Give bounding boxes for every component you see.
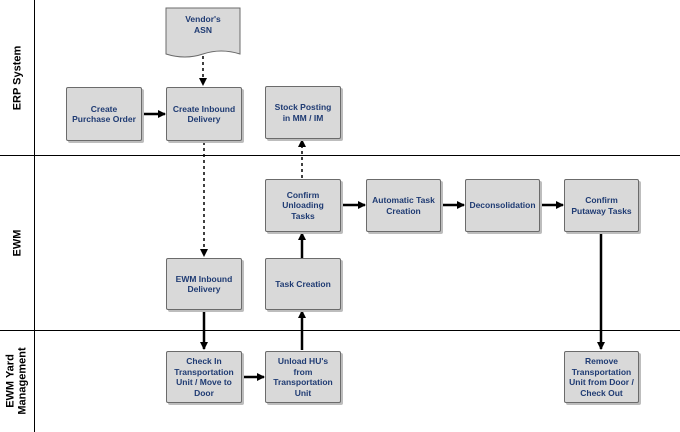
ewm-inbound-delivery-step[interactable]: EWM Inbound Delivery <box>166 258 242 310</box>
confirm-unloading-tasks-step[interactable]: Confirm Unloading Tasks <box>265 179 341 232</box>
create-inbound-delivery-step[interactable]: Create Inbound Delivery <box>166 87 242 141</box>
lane-divider-erp-ewm <box>0 155 680 156</box>
asn-document-shape <box>165 7 241 58</box>
create-purchase-order-step[interactable]: Create Purchase Order <box>66 87 142 141</box>
remove-transportation-unit-step[interactable]: Remove Transportation Unit from Door / C… <box>564 351 639 403</box>
task-creation-step[interactable]: Task Creation <box>265 258 341 310</box>
vendor-asn-document: Vendor's ASN <box>185 14 221 35</box>
check-in-transportation-unit-step[interactable]: Check In Transportation Unit / Move to D… <box>166 351 242 403</box>
stock-posting-step[interactable]: Stock Posting in MM / IM <box>265 86 341 139</box>
deconsolidation-step[interactable]: Deconsolidation <box>465 179 540 232</box>
lane-header-divider <box>34 0 35 432</box>
lane-divider-ewm-yard <box>0 330 680 331</box>
confirm-putaway-tasks-step[interactable]: Confirm Putaway Tasks <box>564 179 639 232</box>
unload-hu-step[interactable]: Unload HU's from Transportation Unit <box>265 351 341 403</box>
automatic-task-creation-step[interactable]: Automatic Task Creation <box>366 179 441 232</box>
